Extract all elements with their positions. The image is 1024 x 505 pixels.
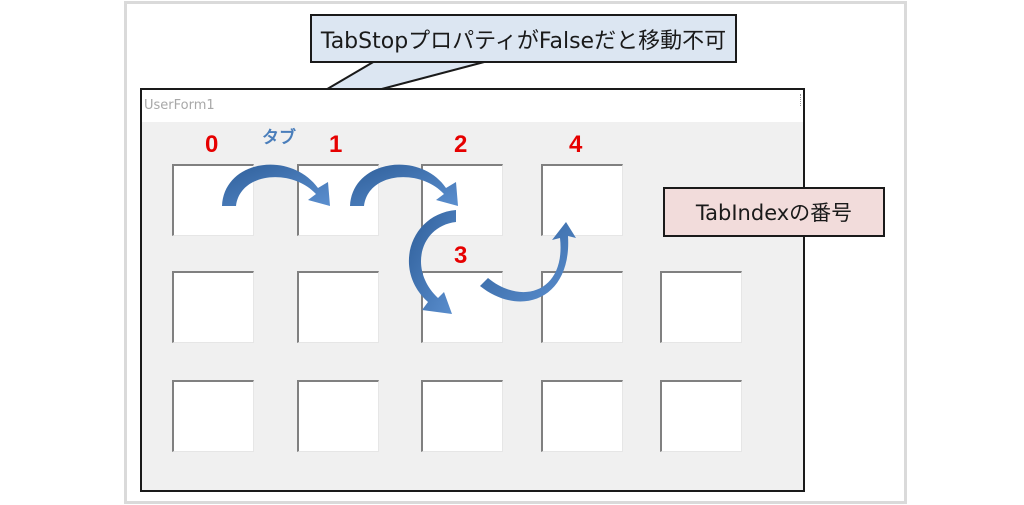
- window-title: UserForm1: [144, 98, 215, 113]
- tab-index-4: 4: [569, 131, 583, 158]
- textbox-r3c5[interactable]: [660, 380, 742, 452]
- tab-index-0: 0: [205, 131, 219, 158]
- tab-index-3: 3: [454, 242, 468, 269]
- textbox-r3c3[interactable]: [421, 380, 503, 452]
- textbox-r2c2[interactable]: [297, 271, 379, 343]
- textbox-r1c4[interactable]: [541, 164, 623, 236]
- title-bar: UserForm1: [142, 90, 803, 122]
- arrow-3-to-4-icon: [480, 222, 576, 302]
- textbox-r3c1[interactable]: [172, 380, 254, 452]
- tab-index-1: 1: [329, 131, 343, 158]
- arrow-0-to-1-icon: [222, 164, 330, 206]
- close-icon[interactable]: [800, 94, 803, 106]
- textbox-r2c5[interactable]: [660, 271, 742, 343]
- arrow-1-to-2-icon: [350, 164, 458, 206]
- arrow-2-to-3-icon: [408, 210, 456, 314]
- textbox-r3c2[interactable]: [297, 380, 379, 452]
- tabindex-callout: TabIndexの番号: [663, 187, 885, 237]
- textbox-r3c4[interactable]: [541, 380, 623, 452]
- textbox-r2c1[interactable]: [172, 271, 254, 343]
- tabstop-callout: TabStopプロパティがFalseだと移動不可: [310, 14, 737, 63]
- tab-index-2: 2: [454, 131, 468, 158]
- tab-key-label: タブ: [262, 128, 296, 148]
